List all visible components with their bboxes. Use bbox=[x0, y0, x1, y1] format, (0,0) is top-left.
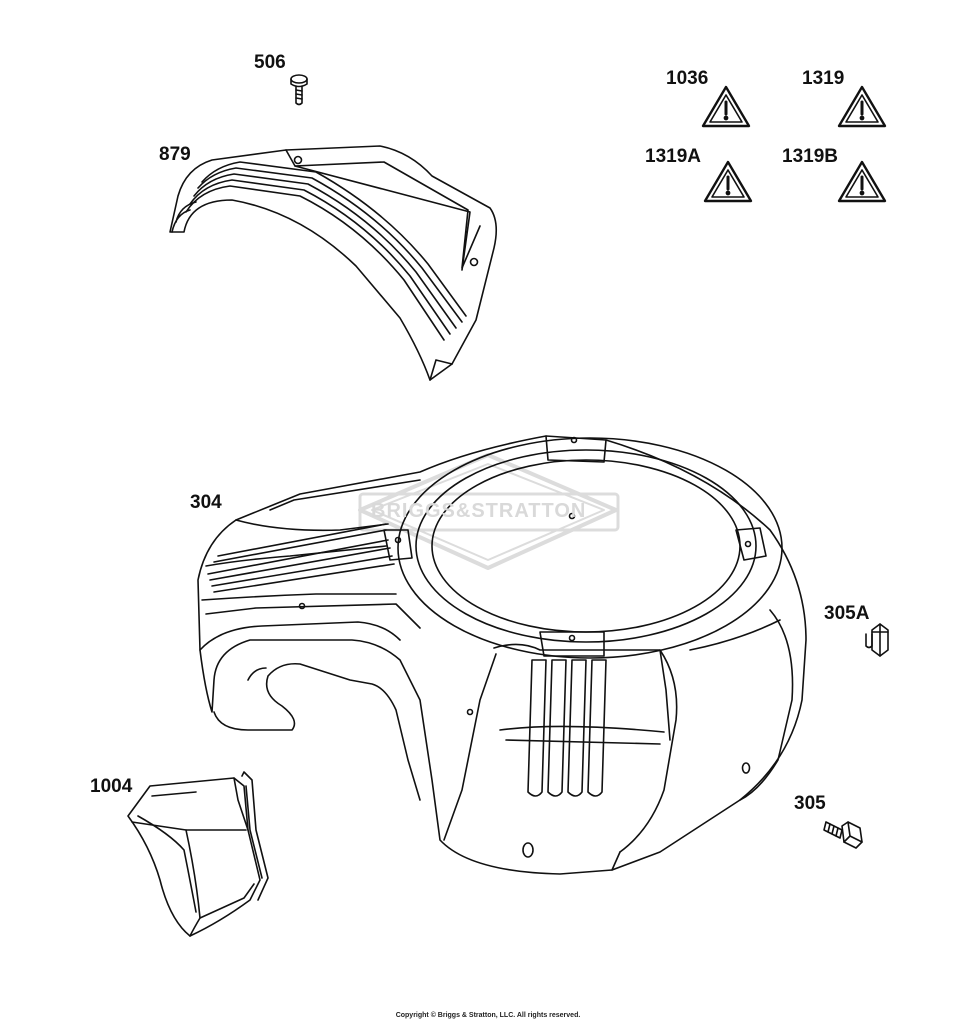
bolt-305a-icon bbox=[865, 623, 889, 657]
callout-1319: 1319 bbox=[802, 68, 845, 89]
callout-1036: 1036 bbox=[666, 68, 709, 89]
callout-1319b: 1319B bbox=[782, 146, 838, 167]
callout-879: 879 bbox=[159, 144, 191, 165]
screw-506-icon bbox=[290, 74, 308, 106]
callout-305a: 305A bbox=[824, 603, 870, 624]
blower-cover-879 bbox=[169, 145, 498, 381]
callout-1319a: 1319A bbox=[645, 146, 701, 167]
warning-decal-1319 bbox=[837, 85, 887, 128]
copyright-notice: Copyright © Briggs & Stratton, LLC. All … bbox=[395, 1012, 581, 1019]
bolt-305-icon bbox=[823, 821, 863, 849]
callout-304: 304 bbox=[190, 492, 222, 513]
callout-1004: 1004 bbox=[90, 776, 133, 797]
blower-housing-304 bbox=[197, 435, 807, 875]
brand-watermark-logo bbox=[358, 453, 620, 570]
callout-506: 506 bbox=[254, 52, 286, 73]
callout-305: 305 bbox=[794, 793, 826, 814]
warning-decal-1319a bbox=[703, 160, 753, 203]
brand-watermark-text: BRIGGS&STRATTON bbox=[371, 500, 587, 522]
air-guide-1004 bbox=[127, 771, 269, 937]
warning-decal-1319b bbox=[837, 160, 887, 203]
warning-decal-1036 bbox=[701, 85, 751, 128]
